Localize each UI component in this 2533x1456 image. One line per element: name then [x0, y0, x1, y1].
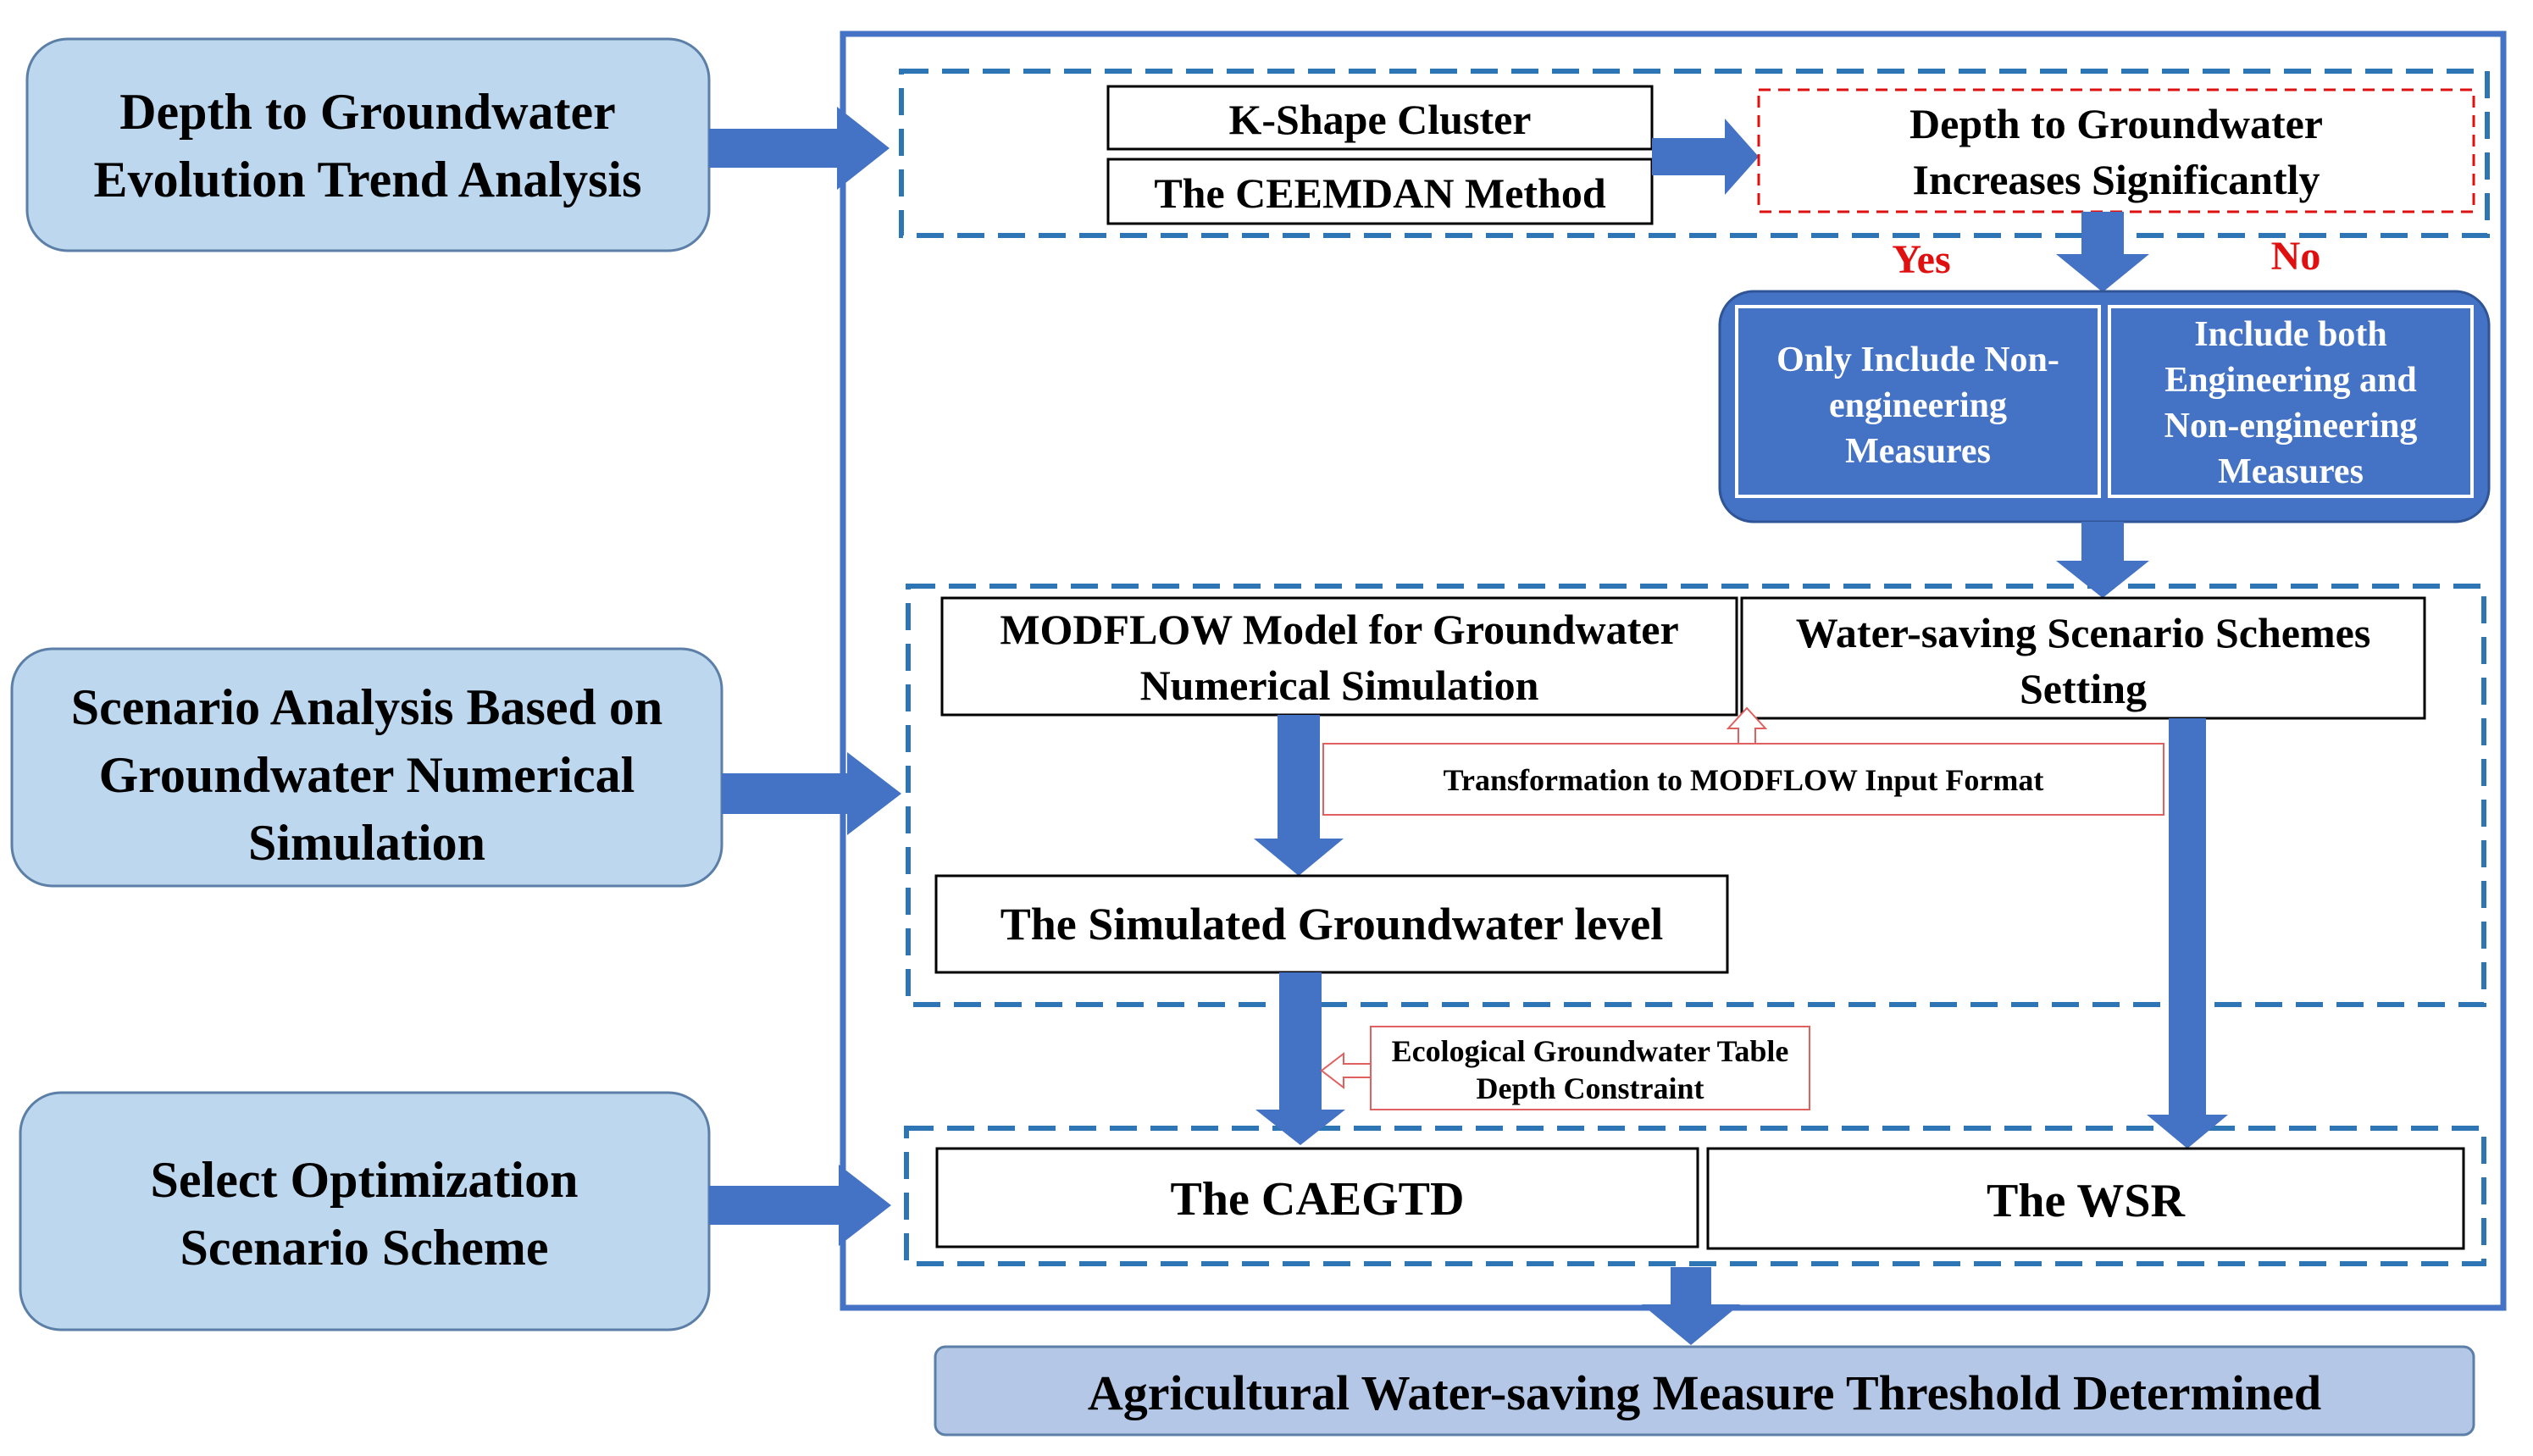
decision-line2: Increases Significantly: [1912, 156, 2320, 203]
stage2-line1: Scenario Analysis Based on: [71, 679, 662, 735]
stage1-line2: Evolution Trend Analysis: [94, 152, 642, 208]
wsr-label: The WSR: [1987, 1175, 2185, 1227]
option-both-engineering: Include both Engineering and Non-enginee…: [2108, 305, 2474, 498]
arrow-decision-down: [2056, 212, 2149, 292]
stage1-line1: Depth to Groundwater: [119, 84, 616, 140]
transformation-label: Transformation to MODFLOW Input Format: [1444, 763, 2044, 797]
ceemdan-method-box: The CEEMDAN Method: [1106, 158, 1654, 225]
option-yes-line3: Measures: [1845, 432, 1991, 471]
arrow-stage2-right: [722, 752, 901, 835]
simulated-label: The Simulated Groundwater level: [1000, 899, 1664, 949]
stage2-line2: Groundwater Numerical: [99, 747, 635, 803]
decision-line1: Depth to Groundwater: [1909, 100, 2323, 147]
section3-dashed-frame: [904, 1126, 2486, 1266]
final-label: Agricultural Water-saving Measure Thresh…: [1088, 1365, 2321, 1420]
section2-dashed-frame: [906, 584, 2486, 1007]
arrow-simulated-down: [1255, 972, 1345, 1145]
constraint-line2: Depth Constraint: [1476, 1071, 1704, 1105]
option-no-line1: Include both: [2194, 315, 2387, 354]
arrow-methods-to-decision: [1652, 119, 1759, 195]
option-non-engineering-only: Only Include Non- engineering Measures: [1735, 305, 2101, 498]
final-result-bar: Agricultural Water-saving Measure Thresh…: [934, 1345, 2475, 1437]
kshape-label: K-Shape Cluster: [1229, 96, 1532, 143]
ceemdan-label: The CEEMDAN Method: [1154, 169, 1606, 217]
option-no-line3: Non-engineering: [2164, 407, 2418, 446]
caegtd-box: The CAEGTD: [935, 1147, 1699, 1248]
stage-box-scenario-analysis: Scenario Analysis Based on Groundwater N…: [10, 647, 723, 888]
transformation-note: Transformation to MODFLOW Input Format: [1322, 743, 2164, 816]
option-no-line4: Measures: [2218, 452, 2364, 491]
section1-dashed-frame: [899, 69, 2490, 238]
constraint-note: Ecological Groundwater Table Depth Const…: [1370, 1026, 1810, 1110]
arrow-stage3-right: [709, 1165, 891, 1246]
modflow-model-box: MODFLOW Model for Groundwater Numerical …: [940, 596, 1738, 717]
simulated-level-box: The Simulated Groundwater level: [934, 874, 1729, 974]
kshape-cluster-box: K-Shape Cluster: [1106, 85, 1654, 151]
stage-box-trend-analysis: Depth to Groundwater Evolution Trend Ana…: [25, 37, 711, 252]
option-no-line2: Engineering and: [2164, 361, 2417, 400]
caegtd-label: The CAEGTD: [1171, 1173, 1465, 1226]
modflow-line2: Numerical Simulation: [1140, 662, 1539, 709]
stage-box-select-scheme: Select Optimization Scenario Scheme: [19, 1091, 711, 1331]
constraint-line1: Ecological Groundwater Table: [1392, 1034, 1789, 1068]
stage3-line2: Scenario Scheme: [180, 1220, 549, 1276]
arrow-water-saving-to-wsr: [2147, 718, 2228, 1149]
option-yes-line1: Only Include Non-: [1776, 340, 2059, 379]
decision-box: Depth to Groundwater Increases Significa…: [1757, 88, 2475, 213]
arrow-to-final: [1642, 1267, 1740, 1345]
arrow-modflow-down: [1254, 715, 1344, 876]
water-saving-line1: Water-saving Scenario Schemes: [1796, 609, 2371, 656]
arrow-options-down: [2056, 522, 2149, 598]
water-saving-scenario-box: Water-saving Scenario Schemes Setting: [1740, 596, 2426, 720]
water-saving-line2: Setting: [2020, 665, 2147, 712]
arrow-constraint-left: [1320, 1051, 1372, 1090]
option-yes-line2: engineering: [1829, 386, 2007, 425]
arrow-transformation-up: [1726, 706, 1768, 745]
arrow-stage1-right: [709, 107, 890, 190]
wsr-box: The WSR: [1706, 1147, 2465, 1250]
no-label: No: [2271, 234, 2321, 279]
modflow-line1: MODFLOW Model for Groundwater: [1000, 606, 1678, 653]
yes-label: Yes: [1892, 237, 1950, 282]
stage2-line3: Simulation: [248, 815, 485, 871]
stage3-line1: Select Optimization: [151, 1152, 579, 1208]
